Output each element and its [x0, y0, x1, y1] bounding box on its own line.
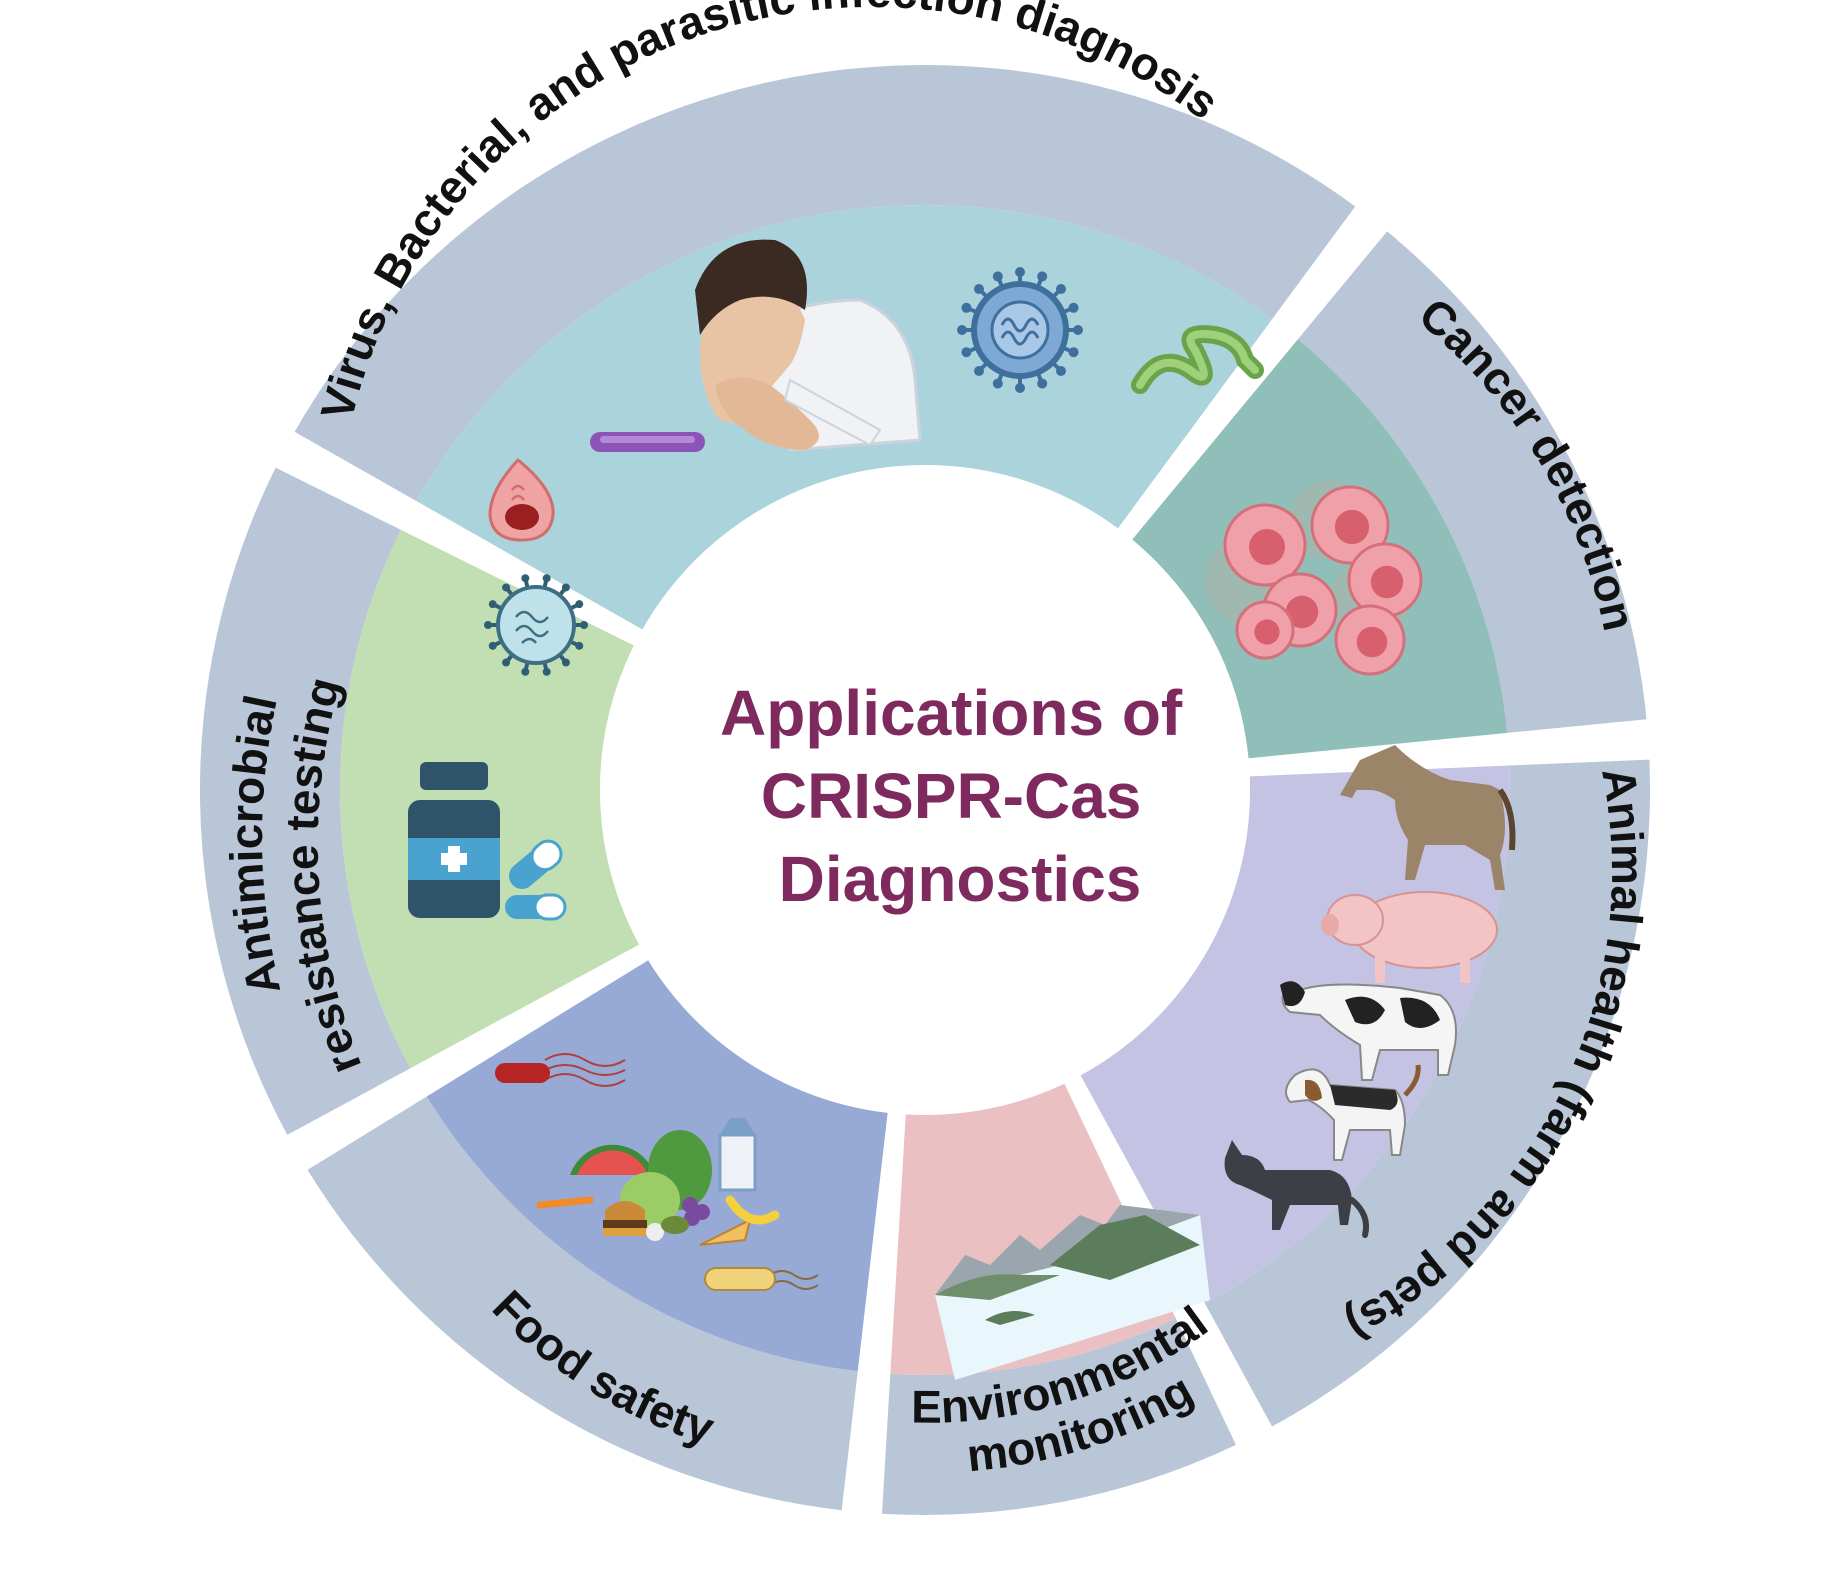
- bacillus-bacterium-icon: [590, 432, 705, 452]
- flagellated-bacterium-icon: [495, 1053, 626, 1087]
- outer-ring-amr: [200, 467, 411, 1135]
- pig-icon: [1321, 891, 1498, 983]
- food-pile-icon: [536, 1118, 780, 1246]
- center-title-line2: CRISPR-Cas: [761, 760, 1142, 832]
- rod-bacterium-icon: [704, 1267, 819, 1291]
- coronavirus-icon: [957, 267, 1083, 393]
- outer-ring-infection: [294, 65, 1356, 502]
- capsule-icon: [505, 839, 567, 921]
- dog-icon: [1285, 1064, 1421, 1161]
- center-title-line1: Applications of: [720, 677, 1183, 749]
- center-title: Applications of CRISPR-Cas Diagnostics: [720, 677, 1200, 915]
- filovirus-icon: [1131, 325, 1264, 394]
- virus-particle-icon: [484, 574, 588, 676]
- outer-ring-food: [307, 1096, 858, 1511]
- center-disk: [600, 465, 1250, 1115]
- outer-ring-animal: [1205, 759, 1650, 1427]
- cow-icon: [1280, 981, 1457, 1081]
- cancer-cells-icon: [1205, 480, 1423, 676]
- cat-icon: [1224, 1140, 1370, 1238]
- parasite-icon: [488, 457, 555, 542]
- medicine-bottle-icon: [408, 762, 500, 918]
- coughing-person-icon: [695, 239, 922, 452]
- center-title-line3: Diagnostics: [779, 843, 1142, 915]
- outer-ring-environment: [882, 1318, 1236, 1515]
- horse-icon: [1340, 745, 1516, 890]
- outer-ring-cancer: [1297, 231, 1647, 733]
- mountain-lake-icon: [935, 1205, 1210, 1380]
- inner-ring-amr: [339, 529, 640, 1069]
